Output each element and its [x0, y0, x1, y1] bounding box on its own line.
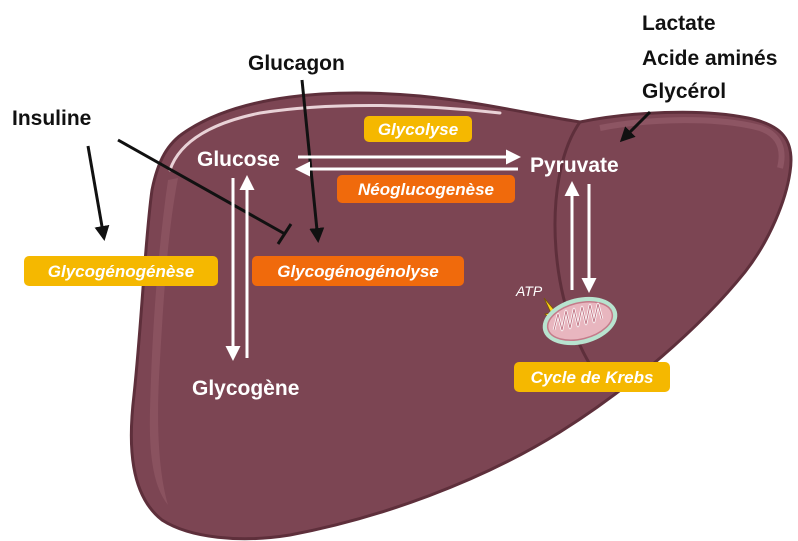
tag-glycogenesis-label: Glycogénogénèse	[48, 262, 194, 281]
tag-glycogenolysis: Glycogénogénolyse	[252, 256, 464, 286]
hormone-insulin: Insuline	[12, 107, 91, 130]
tag-gluconeogenesis-label: Néoglucogenèse	[358, 180, 494, 199]
substrate-lactate: Lactate	[642, 12, 716, 35]
tag-glycolysis: Glycolyse	[364, 116, 472, 142]
metabolite-glycogen: Glycogène	[192, 377, 299, 400]
tag-gluconeogenesis: Néoglucogenèse	[337, 175, 515, 203]
metabolite-glucose: Glucose	[197, 148, 280, 171]
metabolite-pyruvate: Pyruvate	[530, 154, 619, 177]
tag-glycogenesis: Glycogénogénèse	[24, 256, 218, 286]
substrate-glycerol: Glycérol	[642, 80, 726, 103]
insulin-activation-arrow	[88, 146, 104, 238]
tag-glycolysis-label: Glycolyse	[378, 120, 458, 139]
atp-label: ATP	[515, 283, 543, 299]
substrate-amino-acids: Acide aminés	[642, 47, 777, 70]
tag-glycogenolysis-label: Glycogénogénolyse	[277, 262, 439, 281]
hormone-glucagon: Glucagon	[248, 52, 345, 75]
tag-krebs: Cycle de Krebs	[514, 362, 670, 392]
tag-krebs-label: Cycle de Krebs	[531, 368, 654, 387]
